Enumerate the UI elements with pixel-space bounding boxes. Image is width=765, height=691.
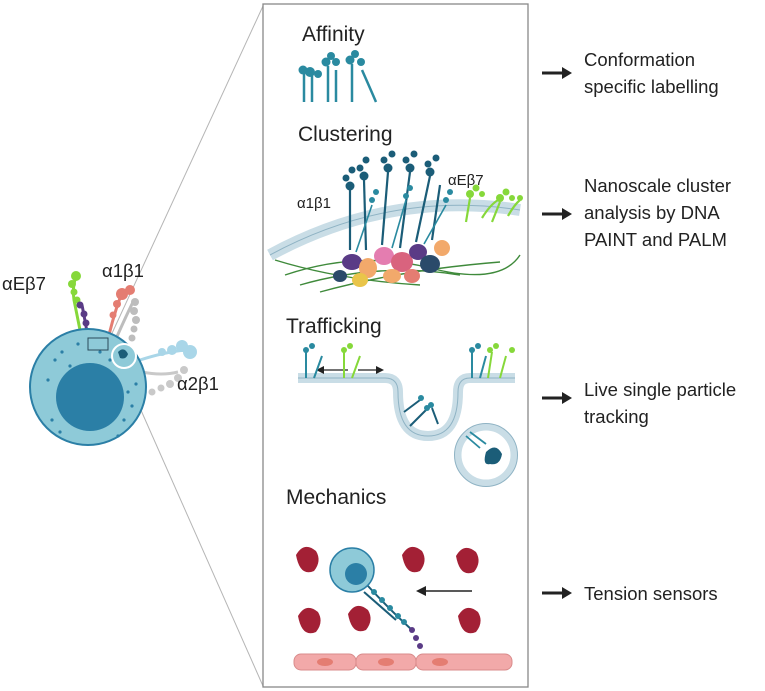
app-clustering-line3: PAINT and PALM xyxy=(584,229,727,250)
cluster-label-a1b1: α1β1 xyxy=(297,195,331,212)
trafficking-illustration xyxy=(298,343,518,487)
app-affinity-line2: specific labelling xyxy=(584,76,719,97)
clustering-illustration xyxy=(267,150,523,293)
label-a1b1: α1β1 xyxy=(102,260,144,281)
detail-box xyxy=(262,3,529,688)
zoom-line-bottom xyxy=(139,407,264,687)
app-affinity-line1: Conformation xyxy=(584,49,695,70)
label-aeb7: αEβ7 xyxy=(2,273,46,294)
mechanics-illustration xyxy=(293,546,513,671)
app-clustering-line1: Nanoscale cluster xyxy=(584,175,731,196)
app-mechanics-line1: Tension sensors xyxy=(584,583,718,604)
cell-nucleus xyxy=(56,363,124,431)
zoom-source-box xyxy=(87,337,109,351)
heading-affinity: Affinity xyxy=(302,23,365,46)
right-arrows xyxy=(542,67,572,599)
heading-mechanics: Mechanics xyxy=(286,486,386,509)
label-a2b1: α2β1 xyxy=(177,373,219,394)
heading-clustering: Clustering xyxy=(298,123,393,146)
affinity-integrins xyxy=(298,50,378,103)
app-trafficking-line1: Live single particle xyxy=(584,379,736,400)
cell-vesicles xyxy=(46,342,138,438)
app-clustering-line2: analysis by DNA xyxy=(584,202,720,223)
a2b1-integrin xyxy=(139,340,197,396)
zoom-line-top xyxy=(107,5,264,343)
cell-illustration xyxy=(29,271,197,446)
app-trafficking-line2: tracking xyxy=(584,406,649,427)
heading-trafficking: Trafficking xyxy=(286,315,382,338)
